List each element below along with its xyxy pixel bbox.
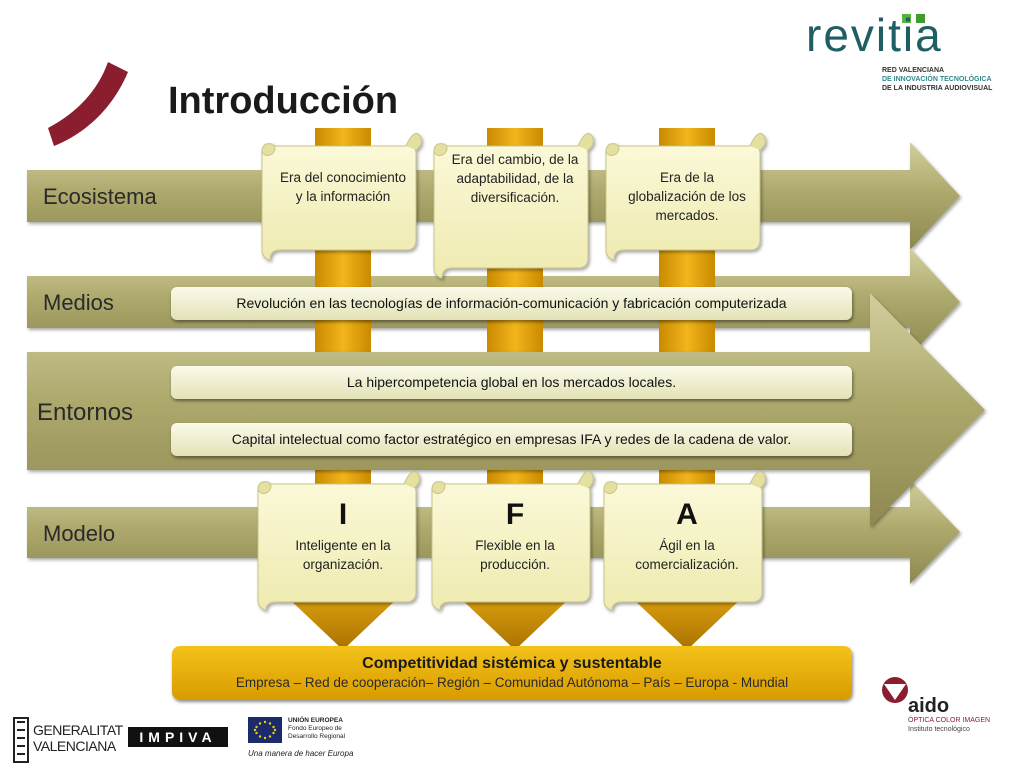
generalitat-mark (13, 717, 29, 763)
impiva-logo: IMPIVA (139, 729, 217, 745)
eu-slogan: Una manera de hacer Europa (248, 749, 354, 758)
revitia-mark-green (902, 14, 911, 23)
row-label-medios: Medios (43, 290, 114, 315)
eu-line-3: Desarrollo Regional (288, 733, 346, 740)
revitia-line-1: RED VALENCIANA (882, 67, 945, 74)
entornos-bar-1: La hipercompetencia global en los mercad… (171, 366, 852, 399)
aido-line-1: ÓPTICA COLOR IMAGEN (908, 717, 991, 724)
ifa-scroll-f (431, 471, 594, 611)
row-label-modelo: Modelo (43, 521, 116, 546)
down-arrow-2 (458, 590, 572, 650)
down-arrow-1 (286, 590, 400, 650)
revitia-line-3: DE LA INDUSTRIA AUDIOVISUAL (882, 85, 993, 92)
revitia-line-2: DE INNOVACIÓN TECNOLÓGICA (882, 76, 992, 83)
eu-logo: UNIÓN EUROPEA Fondo Europeo de Desarroll… (288, 717, 345, 741)
down-arrow-3 (630, 590, 744, 650)
era-scroll-1 (261, 133, 422, 261)
generalitat-line-1: GENERALITAT (33, 722, 123, 738)
era-text-1: Era del conocimiento y la información (279, 170, 407, 204)
competitividad-title: Competitividad sistémica y sustentable (362, 655, 662, 672)
aido-mark-cut (884, 684, 906, 700)
revitia-mark-green-2 (916, 14, 925, 23)
medios-bar: Revolución en las tecnologías de informa… (171, 287, 852, 320)
ifa-letter-i: I (338, 498, 348, 531)
row-label-entornos: Entornos (37, 399, 134, 426)
revitia-logo: revitia RED VALENCIANA DE INNOVACIÓN TEC… (806, 10, 1016, 95)
era-scroll-2 (433, 133, 594, 279)
eu-flag-stars (253, 720, 277, 740)
aido-logo: aido ÓPTICA COLOR IMAGEN Instituto tecno… (908, 696, 1018, 734)
competitividad-subtitle: Empresa – Red de cooperación– Región – C… (235, 675, 789, 690)
generalitat-logo: GENERALITAT VALENCIANA (33, 722, 123, 754)
ifa-scroll-a (603, 471, 766, 611)
era-text-2: Era del cambio, de la adaptabilidad, de … (451, 152, 579, 205)
aido-line-2: Instituto tecnológico (908, 726, 970, 733)
ifa-letter-f: F (505, 498, 525, 531)
eu-line-1: UNIÓN EUROPEA (288, 717, 343, 724)
revitia-logo-name: revitia (806, 9, 943, 61)
eu-line-2: Fondo Europeo de (288, 725, 342, 732)
era-text-3: Era de la globalización de los mercados. (628, 170, 746, 223)
ifa-text-f: Flexible en la producción. (475, 538, 555, 572)
competitividad-box: Competitividad sistémica y sustentable E… (172, 646, 852, 700)
entornos-bar-2: Capital intelectual como factor estratég… (171, 423, 852, 456)
ifa-letter-a: A (676, 498, 698, 531)
aido-logo-name: aido (908, 695, 950, 717)
generalitat-line-2: VALENCIANA (33, 738, 116, 754)
ifa-scroll-i (257, 471, 420, 611)
accent-swoosh-shape (48, 62, 128, 146)
era-scroll-3 (605, 133, 766, 261)
entornos-arrow (27, 293, 985, 527)
ifa-text-i: Inteligente en la organización. (295, 538, 391, 572)
page-title: Introducción (168, 80, 399, 122)
impiva-box (128, 727, 228, 747)
ifa-text-a: Ágil en la comercialización. (635, 538, 739, 572)
row-label-ecosistema: Ecosistema (43, 184, 157, 209)
